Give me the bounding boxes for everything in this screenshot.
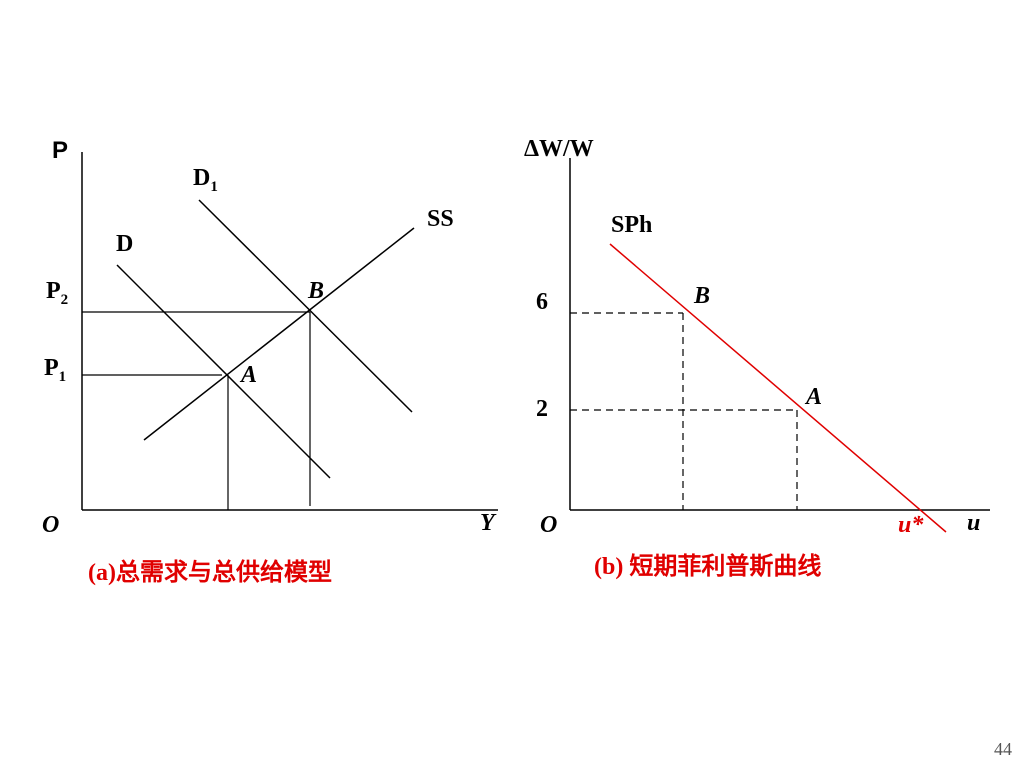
point-b-label: B (307, 278, 324, 304)
curve-d1 (198, 199, 413, 413)
tick-2-label: 2 (536, 396, 548, 422)
panel-b-x-axis-label: u (967, 510, 980, 536)
tick-6-label: 6 (536, 289, 548, 315)
curve-sph (609, 243, 947, 533)
panel-a-caption: (a)总需求与总供给模型 (88, 560, 332, 586)
panel-b-origin-label: O (540, 512, 557, 538)
panel-a-y-axis-label: P (52, 137, 68, 164)
point-a-label: A (239, 362, 257, 388)
curve-ss-label: SS (427, 206, 454, 232)
panel-b-y-axis-label: ΔW/W (524, 136, 594, 162)
panel-b: ΔW/W u O SPh 6 2 B A u* (524, 136, 990, 538)
curve-sph-label: SPh (611, 212, 652, 238)
curve-d-label: D (116, 231, 133, 257)
panel-a-x-axis-label: Y (480, 510, 497, 536)
curve-d1-label: D1 (193, 165, 218, 195)
p2-label: P2 (46, 278, 68, 308)
curve-d (116, 264, 331, 479)
curve-ss (143, 227, 415, 441)
panel-a: P Y O D1 D SS P2 P1 B A (42, 137, 498, 538)
page-number: 44 (994, 739, 1012, 759)
p1-label: P1 (44, 355, 66, 385)
point-a-label: A (804, 384, 822, 410)
natural-rate-label: u* (898, 512, 924, 538)
point-b-label: B (693, 283, 710, 309)
panel-b-caption: (b) 短期菲利普斯曲线 (594, 554, 822, 580)
panel-a-origin-label: O (42, 512, 59, 538)
